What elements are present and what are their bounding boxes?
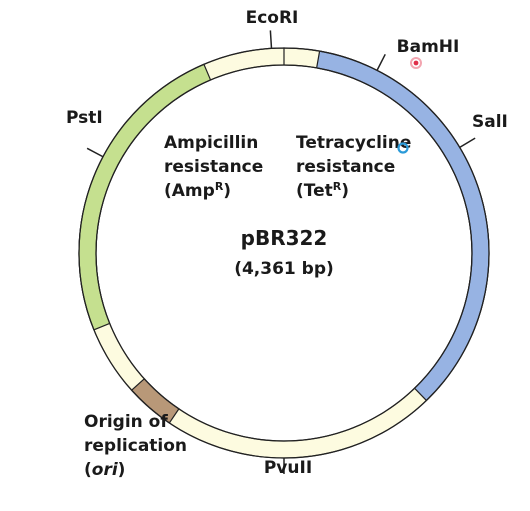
plasmid-name: pBR322 [241, 226, 328, 250]
amp-label-line2: resistance [164, 157, 263, 177]
tet-label-line2: resistance [296, 157, 395, 177]
tick-psti [86, 147, 104, 158]
ring-inner-edge [95, 64, 473, 442]
gene-label-origin: Origin of replication (ori) [84, 412, 187, 480]
red-dot [413, 60, 419, 66]
ori-label-italic: ori [92, 460, 119, 480]
amp-label-base: (Amp [164, 181, 215, 201]
site-label-ecori: EcoRI [246, 8, 299, 28]
tet-label-line1: Tetracycline [296, 133, 411, 153]
tick-bamhi [376, 53, 386, 71]
tick-ecori [269, 30, 273, 49]
ori-label-open: ( [84, 460, 92, 480]
tet-label-superscript: R [333, 180, 342, 193]
site-label-sali: SalI [472, 112, 508, 132]
red-dot-halo [410, 57, 422, 69]
tet-label-line3: (TetR) [296, 180, 349, 201]
ori-label-line1: Origin of [84, 412, 168, 432]
tick-sali [459, 137, 476, 149]
gene-label-tetracycline: Tetracycline resistance (TetR) [296, 133, 411, 201]
site-label-psti: PstI [66, 108, 103, 128]
blue-ring-marker [397, 142, 409, 154]
restriction-site-ticks [86, 30, 476, 474]
amp-label-line1: Ampicillin [164, 133, 258, 153]
site-label-pvuii: PvuII [264, 458, 312, 478]
site-label-bamhi: BamHI [397, 37, 460, 57]
plasmid-ring [78, 47, 490, 459]
ori-label-close: ) [118, 460, 126, 480]
red-dot-marker [410, 57, 422, 69]
plasmid-size: (4,361 bp) [234, 259, 334, 279]
segment-tetracycline-resistance [315, 50, 490, 402]
ori-label-line3: (ori) [84, 460, 125, 480]
gene-label-ampicillin: Ampicillin resistance (AmpR) [164, 133, 263, 201]
amp-label-close: ) [223, 181, 231, 201]
tet-label-close: ) [341, 181, 349, 201]
ori-label-line2: replication [84, 436, 187, 456]
tet-label-base: (Tet [296, 181, 333, 201]
amp-label-line3: (AmpR) [164, 180, 231, 201]
amp-label-superscript: R [215, 180, 224, 193]
